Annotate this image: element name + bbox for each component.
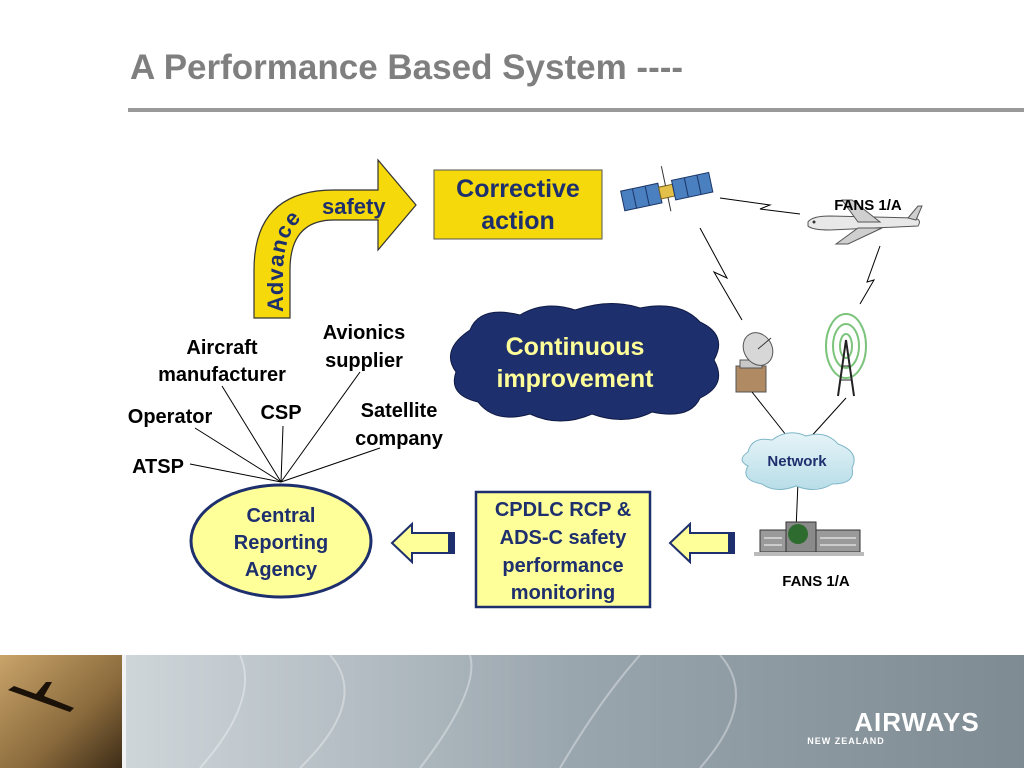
satellite-icon [620, 166, 714, 212]
avionics-label-2: supplier [325, 350, 403, 372]
aircraft-label-1: Aircraft [186, 337, 257, 359]
avionics-label-1: Avionics [323, 322, 406, 344]
monitoring-line4: monitoring [511, 582, 615, 604]
logo-subtitle: NEW ZEALAND [807, 736, 885, 746]
cra-line2: Reporting [234, 532, 328, 554]
radio-links [699, 197, 881, 321]
monitoring-line1: CPDLC RCP & [495, 499, 631, 521]
fans-top-label: FANS 1/A [834, 197, 902, 214]
airplane-silhouette-icon [8, 682, 74, 712]
cra-line1: Central [247, 505, 316, 527]
satellite-label-2: company [355, 428, 444, 450]
fans-bottom-label: FANS 1/A [782, 573, 850, 590]
building-icon [754, 521, 864, 556]
continuous-improvement-cloud: Continuous improvement [449, 302, 720, 422]
stakeholder-connectors [189, 371, 381, 483]
slide-title: A Performance Based System ---- [130, 48, 684, 87]
satellite-label-1: Satellite [361, 400, 438, 422]
corrective-line1: Corrective [456, 175, 580, 203]
network-label: Network [767, 453, 827, 470]
footer-banner [0, 654, 1024, 768]
monitoring-line2: ADS-C safety [500, 527, 628, 549]
csp-label: CSP [260, 402, 301, 424]
safety-label: safety [322, 194, 386, 219]
radio-tower-icon [825, 313, 867, 397]
airplane-icon [807, 199, 923, 245]
corrective-line2: action [481, 207, 555, 235]
title-divider [128, 108, 1024, 112]
airways-logo: AIRWAYS NEW ZEALAND [807, 707, 980, 746]
satellite-dish-icon [735, 332, 774, 393]
arrow-to-cra [390, 521, 455, 565]
advance-safety-arrow: Advance safety [253, 158, 417, 319]
operator-label: Operator [128, 406, 213, 428]
monitoring-line3: performance [502, 555, 623, 577]
monitoring-box: CPDLC RCP & ADS-C safety performance mon… [474, 490, 652, 609]
corrective-action-box: Corrective action [433, 169, 603, 240]
continuous-line1: Continuous [506, 333, 645, 361]
central-reporting-agency: Central Reporting Agency [189, 483, 373, 599]
continuous-line2: improvement [497, 365, 655, 393]
atsp-label: ATSP [132, 456, 184, 478]
arrow-to-monitoring [668, 521, 735, 565]
cra-line3: Agency [245, 559, 318, 581]
aircraft-label-2: manufacturer [158, 364, 286, 386]
logo-name: AIRWAYS [854, 707, 980, 737]
network-cloud: Network [741, 432, 855, 490]
